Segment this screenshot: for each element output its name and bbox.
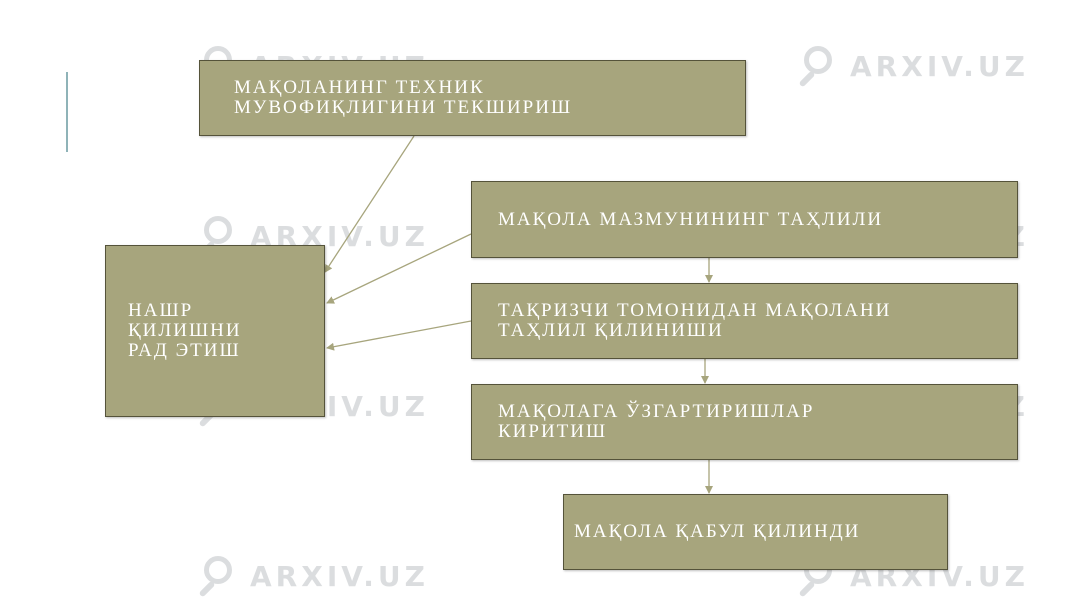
arrow-content-to-reject [326, 233, 472, 304]
node-content-analysis: МАҚОЛА МАЗМУНИНИНГ ТАҲЛИЛИ [471, 181, 1018, 258]
node-make-changes: МАҚОЛАГА ЎЗГАРТИРИШЛАР КИРИТИШ [471, 384, 1018, 460]
node-reviewer-analysis-label: ТАҚРИЗЧИ ТОМОНИДАН МАҚОЛАНИ ТАҲЛИЛ ҚИЛИН… [498, 300, 892, 341]
arrow-technical-to-reject [324, 135, 415, 273]
node-reject-publication-label: НАШР ҚИЛИШНИ РАД ЭТИШ [128, 300, 242, 361]
node-reviewer-analysis: ТАҚРИЗЧИ ТОМОНИДАН МАҚОЛАНИ ТАҲЛИЛ ҚИЛИН… [471, 283, 1018, 359]
node-content-analysis-label: МАҚОЛА МАЗМУНИНИНГ ТАҲЛИЛИ [498, 208, 884, 230]
node-accepted: МАҚОЛА ҚАБУЛ ҚИЛИНДИ [563, 494, 948, 570]
node-accepted-label: МАҚОЛА ҚАБУЛ ҚИЛИНДИ [574, 521, 861, 542]
accent-bar [66, 72, 68, 152]
arrow-reviewer-to-reject [326, 320, 472, 351]
node-reject-publication: НАШР ҚИЛИШНИ РАД ЭТИШ [105, 245, 325, 417]
node-technical-check-label: МАҚОЛАНИНГ ТЕХНИК МУВОФИҚЛИГИНИ ТЕКШИРИШ [234, 77, 573, 118]
node-make-changes-label: МАҚОЛАГА ЎЗГАРТИРИШЛАР КИРИТИШ [498, 401, 815, 442]
node-technical-check: МАҚОЛАНИНГ ТЕХНИК МУВОФИҚЛИГИНИ ТЕКШИРИШ [199, 60, 746, 136]
